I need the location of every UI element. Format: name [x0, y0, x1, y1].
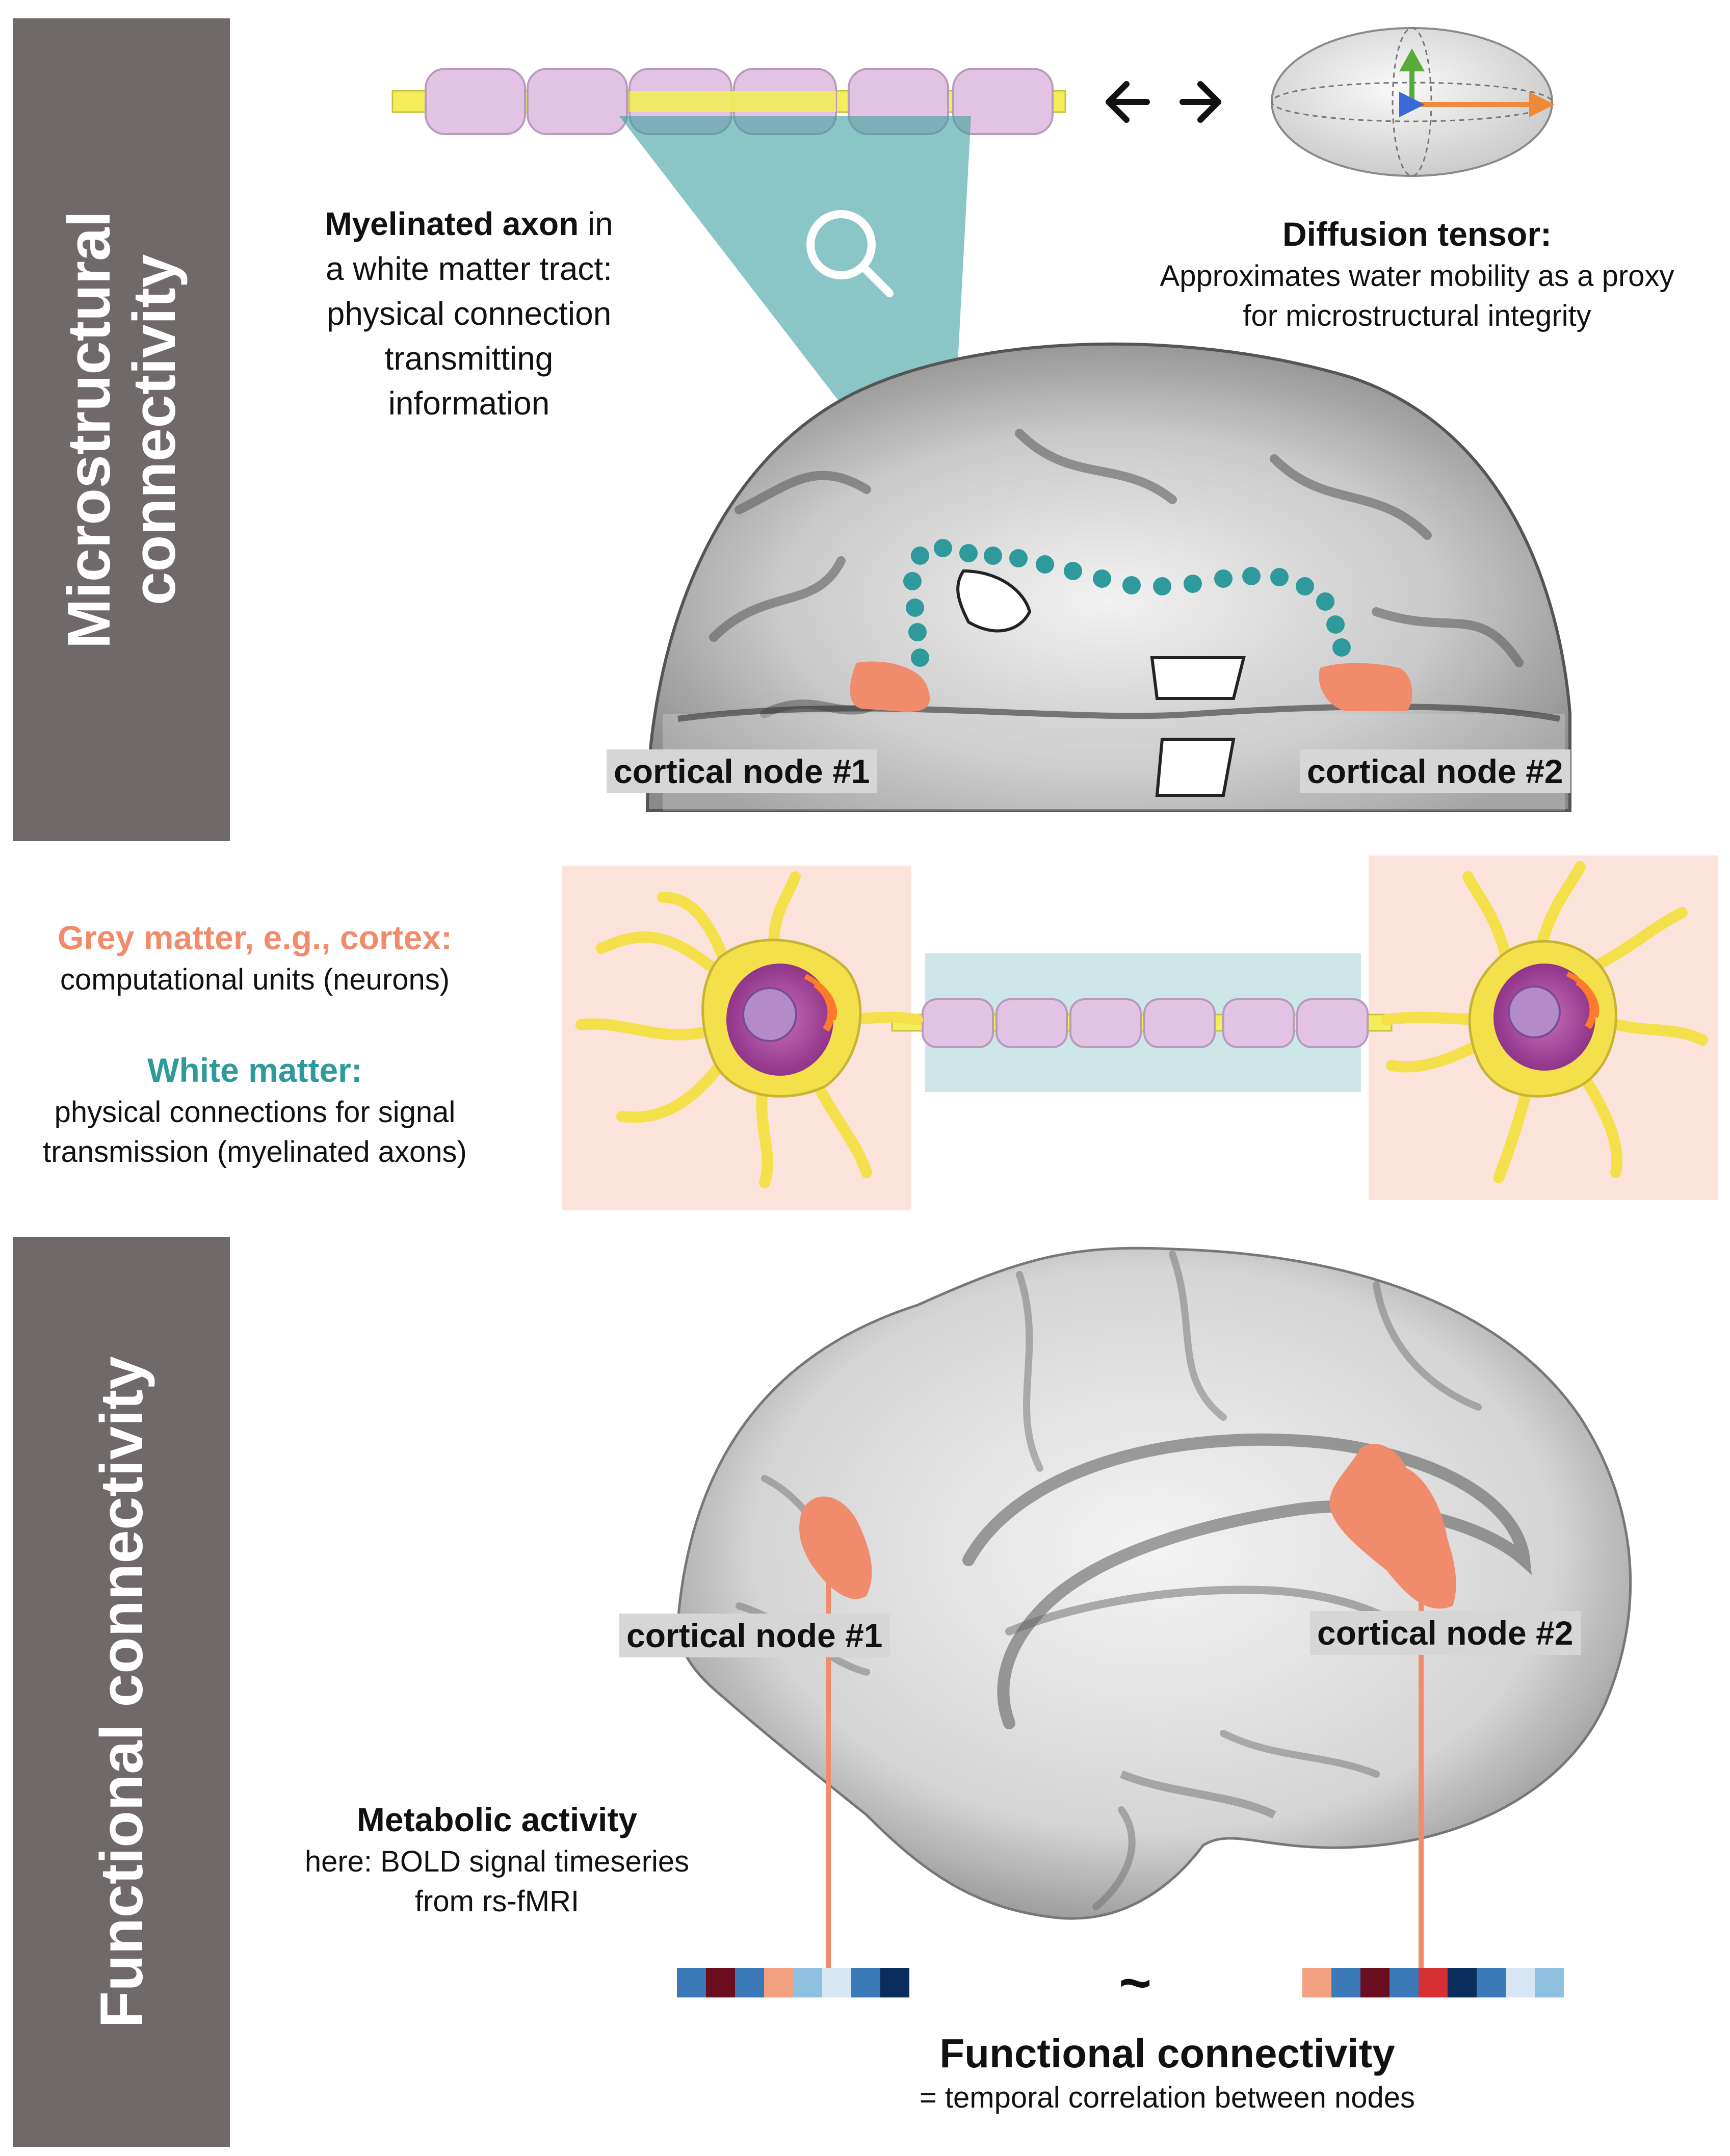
- axon-label-line-4: transmitting: [384, 340, 554, 377]
- white-matter-tract-dots: [903, 539, 1351, 667]
- timeseries-cell: [1419, 1968, 1448, 1997]
- functional-cortical-node-2-label: cortical node #2: [1310, 1611, 1581, 1655]
- white-matter-legend: White matter: physical connections for s…: [10, 1048, 500, 1172]
- timeseries-cell: [1506, 1968, 1535, 1997]
- grey-matter-desc: computational units (neurons): [60, 963, 450, 996]
- metabolic-activity-label: Metabolic activity here: BOLD signal tim…: [255, 1797, 739, 1921]
- functional-cortical-node-1-label: cortical node #1: [619, 1614, 890, 1657]
- myelinated-axon-label: Myelinated axon in a white matter tract:…: [275, 201, 663, 426]
- microstructural-section-bar: Microstructural connectivity: [13, 18, 230, 841]
- metabolic-title: Metabolic activity: [356, 1801, 638, 1838]
- functional-connectivity-caption: Functional connectivity = temporal corre…: [734, 2029, 1601, 2118]
- timeseries-right: [1302, 1968, 1564, 1997]
- diffusion-tensor-label: Diffusion tensor: Approximates water mob…: [1111, 212, 1723, 336]
- axon-label-line-5: information: [388, 385, 550, 422]
- white-matter-title: White matter:: [147, 1051, 362, 1089]
- bidirectional-arrow-icon: [1106, 81, 1221, 123]
- micro-cortical-node-1-label: cortical node #1: [607, 749, 877, 793]
- timeseries-cell: [1302, 1968, 1331, 1997]
- axon-label-line-3: physical connection: [326, 295, 612, 332]
- timeseries-left: [677, 1968, 909, 1997]
- medial-brain-surface: [676, 1246, 1632, 1920]
- timeseries-cell: [735, 1968, 764, 1997]
- tensor-title: Diffusion tensor:: [1282, 215, 1552, 253]
- functional-node-1-blob: [799, 1496, 872, 1599]
- timeseries-cell: [1448, 1968, 1477, 1997]
- timeseries-cell: [764, 1968, 793, 1997]
- fc-desc: = temporal correlation between nodes: [919, 2081, 1416, 2114]
- tensor-line-1: Approximates water mobility as a proxy: [1160, 259, 1674, 293]
- timeseries-cell: [706, 1968, 735, 1997]
- fc-title: Functional connectivity: [939, 2031, 1395, 2076]
- neuron-right: [1381, 861, 1708, 1183]
- grey-matter-legend: Grey matter, e.g., cortex: computational…: [10, 915, 500, 1000]
- timeseries-cell: [1331, 1968, 1360, 1997]
- timeseries-cell: [1535, 1968, 1564, 1997]
- timeseries-cell: [822, 1968, 851, 1997]
- tensor-line-2: for microstructural integrity: [1243, 299, 1591, 332]
- axon-label-bold: Myelinated axon: [325, 205, 579, 242]
- timeseries-cell: [1477, 1968, 1506, 1997]
- white-matter-desc-1: physical connections for signal: [54, 1096, 456, 1129]
- neuron-left: [575, 871, 923, 1188]
- timeseries-cell: [1360, 1968, 1390, 1997]
- white-matter-desc-2: transmission (myelinated axons): [43, 1135, 467, 1168]
- functional-node-2-blob: [1329, 1444, 1456, 1609]
- diffusion-tensor-ellipsoid: [1271, 27, 1555, 177]
- functional-section-bar: Functional connectivity: [13, 1237, 230, 2147]
- timeseries-cell: [880, 1968, 909, 1997]
- timeseries-cell: [793, 1968, 822, 1997]
- magnifier-icon: [806, 210, 894, 297]
- timeseries-cell: [1390, 1968, 1419, 1997]
- axon-label-line-2: a white matter tract:: [326, 250, 612, 287]
- correlation-tilde: ~: [1119, 1952, 1152, 2014]
- micro-cortical-node-2-label: cortical node #2: [1300, 749, 1570, 793]
- metabolic-line-2: from rs-fMRI: [414, 1885, 580, 1918]
- cortical-node-1-blob: [850, 661, 930, 712]
- metabolic-line-1: here: BOLD signal timeseries: [304, 1845, 690, 1878]
- timeseries-cell: [677, 1968, 706, 1997]
- timeseries-cell: [851, 1968, 880, 1997]
- grey-matter-title: Grey matter, e.g., cortex:: [58, 919, 452, 956]
- axon-label-rest: in: [579, 205, 613, 242]
- middle-myelinated-axon: [891, 998, 1393, 1048]
- axon-label-line-1: Myelinated axon in: [275, 201, 663, 246]
- cortical-node-2-blob: [1319, 663, 1412, 711]
